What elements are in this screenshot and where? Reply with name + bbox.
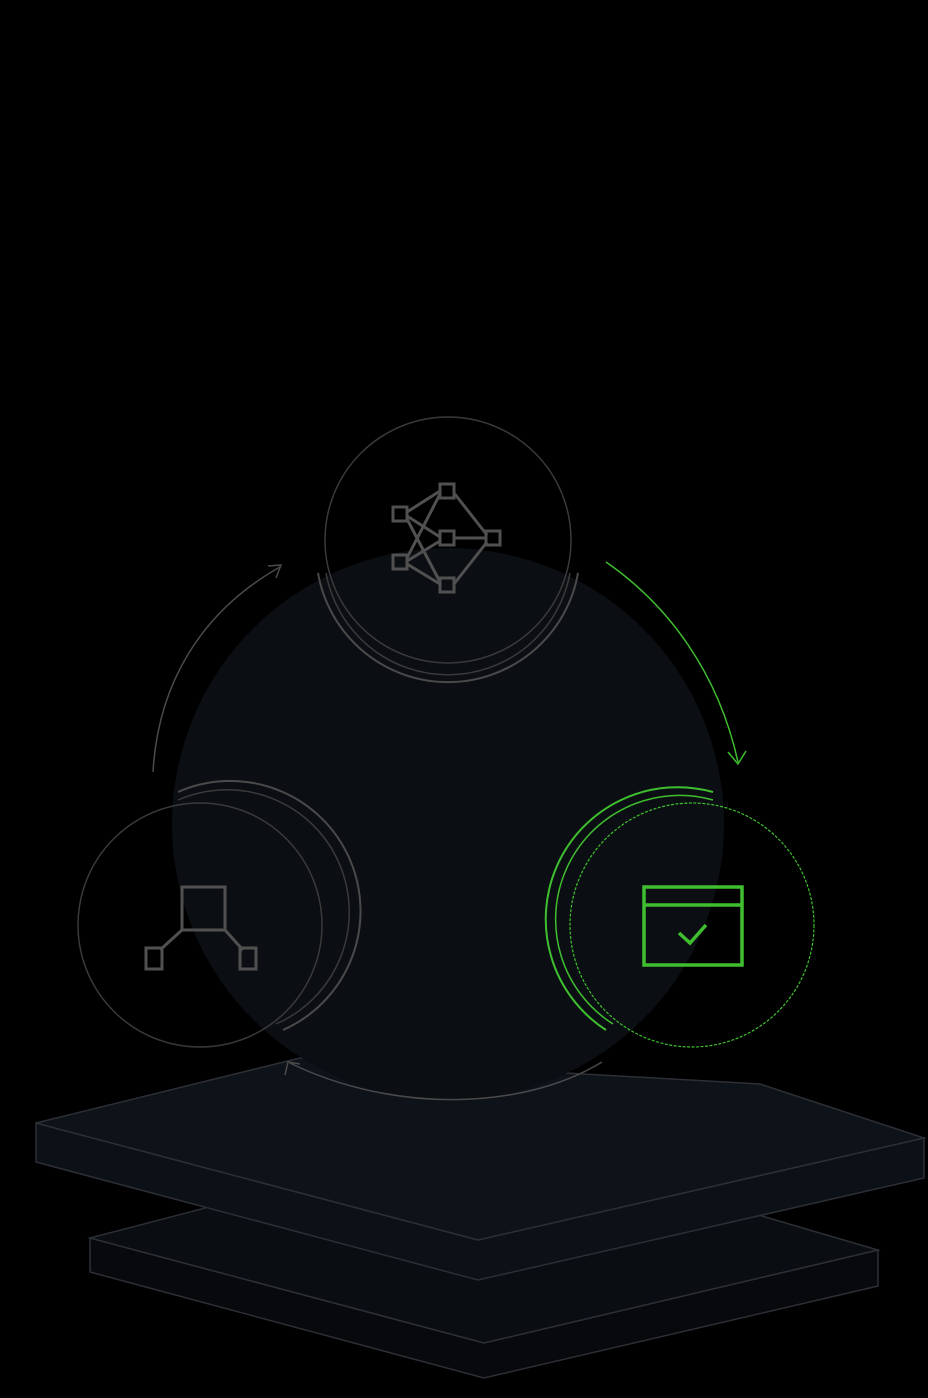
node-left	[77, 779, 362, 1048]
cycle-arrows	[152, 561, 747, 1101]
arrow-top-to-right	[605, 561, 747, 766]
platform-layer-top	[35, 1057, 927, 1281]
neural-network-icon	[391, 482, 502, 594]
window-check-icon	[642, 885, 744, 967]
hierarchy-icon	[144, 885, 258, 971]
arrow-left-to-top	[152, 564, 283, 773]
node-right	[544, 786, 815, 1048]
platform-stack	[35, 1057, 927, 1379]
hub-disc	[172, 548, 724, 1100]
arrow-right-to-left	[284, 1061, 603, 1101]
node-top	[317, 416, 579, 684]
